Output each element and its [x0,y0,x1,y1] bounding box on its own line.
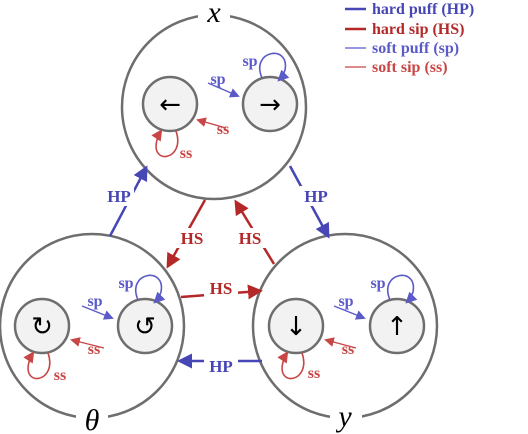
loop-y-ss [277,351,305,380]
edge-x-sp [207,82,240,98]
legend-soft-puff-label: soft puff (sp) [372,40,459,57]
label-x-loop-sp: sp [242,53,257,70]
legend-hard-sip-label: hard sip (HS) [372,21,464,38]
loop-theta-ss [23,351,51,380]
legend-soft-sip-label: soft sip (ss) [372,59,448,76]
rotate-ccw-icon: ↺ [134,312,156,342]
arrow-up-icon: ↑ [386,312,408,342]
loop-x-sp [259,52,290,82]
label-x-loop-ss: ss [180,145,192,162]
label-y-ss: ss [342,341,354,358]
label-theta-ss: ss [88,341,100,358]
label-x-to-y-hp: HP [304,187,328,206]
state-theta-right [116,297,174,355]
label-y-loop-sp: sp [370,275,385,292]
mode-theta-states: ↻ ↺ sp ss sp ss [13,274,174,384]
label-theta-to-x-hp: HP [107,187,131,206]
mode-x-label: x [206,0,221,29]
loop-theta-sp [135,274,166,304]
edge-y-sp [333,305,366,320]
label-x-sp: sp [210,71,225,88]
label-y-loop-ss: ss [308,365,320,382]
mode-x-states: ← → sp ss sp ss [141,52,299,162]
arrow-left-icon: ← [159,90,181,120]
mode-y-label: y [335,400,352,433]
label-y-sp: sp [338,293,353,310]
state-y-left [267,297,325,355]
label-y-to-x-hs: HS [239,229,262,248]
label-y-to-theta-hp: HP [209,357,233,376]
label-theta-sp: sp [87,293,102,310]
arrow-right-icon: → [259,90,281,120]
mode-theta-label: θ [85,404,100,434]
rotate-cw-icon: ↻ [31,312,53,342]
state-y-right [368,297,426,355]
label-x-ss: ss [217,121,229,138]
loop-x-ss [151,129,179,158]
edge-y-ss [324,337,357,349]
legend: hard puff (HP) hard sip (HS) soft puff (… [345,1,474,76]
label-theta-loop-ss: ss [54,367,66,384]
state-x-right [241,75,299,133]
mode-transitions: HP HP HP HS HS HS [104,165,332,376]
mode-y-states: ↓ ↑ sp ss sp ss [267,274,426,382]
edge-theta-ss [70,337,105,349]
label-x-to-theta-hs: HS [181,229,204,248]
label-theta-to-y-hs: HS [210,279,233,298]
legend-hard-puff-label: hard puff (HP) [372,1,474,18]
edge-x-ss [196,117,227,129]
edge-theta-sp [81,305,114,320]
state-x-left [141,75,199,133]
arrow-down-icon: ↓ [285,312,307,342]
label-theta-loop-sp: sp [118,275,133,292]
state-theta-left [13,297,71,355]
loop-y-sp [387,274,418,304]
